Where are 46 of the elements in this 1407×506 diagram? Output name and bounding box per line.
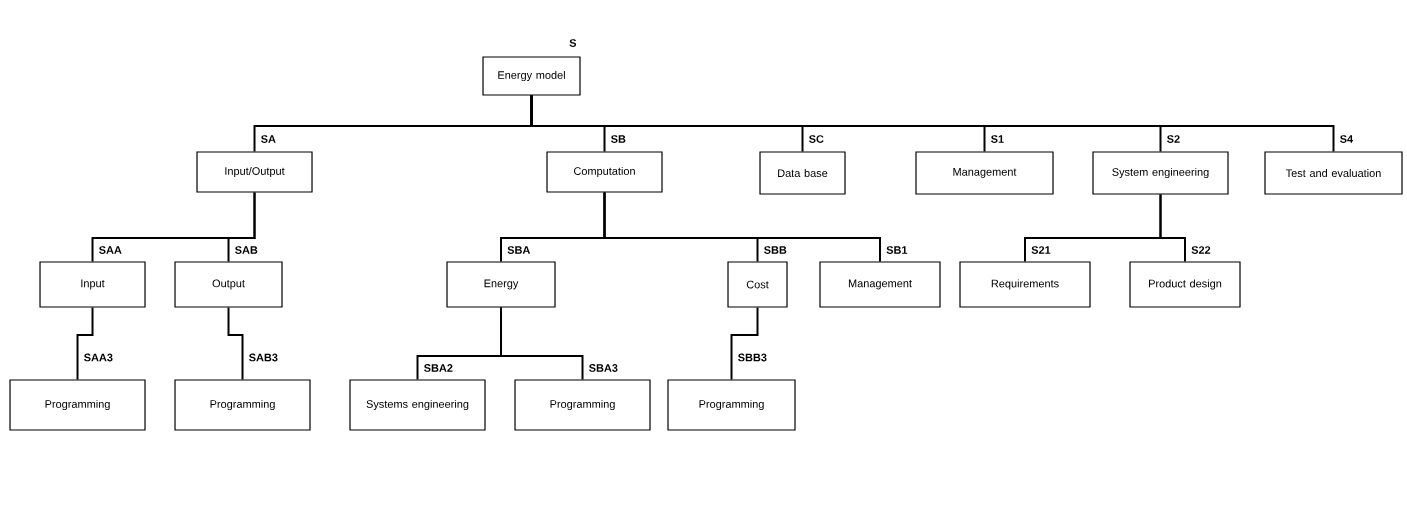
box: Programming xyxy=(667,379,796,431)
code-label: SAA3 xyxy=(84,353,113,362)
code-label: SAB xyxy=(235,246,258,254)
box: Management xyxy=(819,261,941,308)
connector-line xyxy=(1159,193,1186,263)
connector-line xyxy=(730,306,759,381)
box: Programming xyxy=(9,379,146,431)
connector-line xyxy=(603,191,881,263)
connector-line xyxy=(227,306,244,381)
box: Data base xyxy=(759,151,846,195)
box: Energy xyxy=(446,261,556,308)
code-label: S xyxy=(569,39,577,47)
code-label: SBB3 xyxy=(738,353,767,362)
code-label: SAA xyxy=(99,246,122,254)
box: Requirements xyxy=(959,261,1091,308)
code-label: SBA3 xyxy=(589,364,618,372)
code-label: SBB xyxy=(764,246,787,254)
box: Programming xyxy=(514,379,651,431)
box: Input/Output xyxy=(196,151,313,193)
code-label: S21 xyxy=(1031,246,1051,254)
code-label: S2 xyxy=(1167,135,1180,143)
box: Programming xyxy=(174,379,311,431)
code-label: S4 xyxy=(1340,135,1354,143)
code-label: S1 xyxy=(991,135,1004,143)
box: Energy model xyxy=(482,56,581,96)
box: Test and evaluation xyxy=(1264,151,1403,195)
box: Management xyxy=(915,151,1054,195)
connector-line xyxy=(76,306,94,381)
code-label: SA xyxy=(261,135,276,143)
box: Product design xyxy=(1129,261,1241,308)
box: Input xyxy=(39,261,146,308)
code-label: SBA2 xyxy=(424,364,453,372)
connector-line xyxy=(530,94,1335,153)
box: System engineering xyxy=(1092,151,1229,195)
box: Systems engineering xyxy=(349,379,486,431)
box: Output xyxy=(174,261,283,308)
box: Cost xyxy=(727,261,788,308)
code-label: SB1 xyxy=(886,246,908,254)
code-label: SB xyxy=(611,135,626,143)
code-label: SC xyxy=(809,135,824,143)
connector-line xyxy=(500,306,584,381)
code-label: S22 xyxy=(1191,246,1211,254)
code-label: SBA xyxy=(507,246,531,254)
box: Computation xyxy=(546,151,663,193)
connector-line xyxy=(227,191,256,263)
code-label: SAB3 xyxy=(249,353,278,362)
